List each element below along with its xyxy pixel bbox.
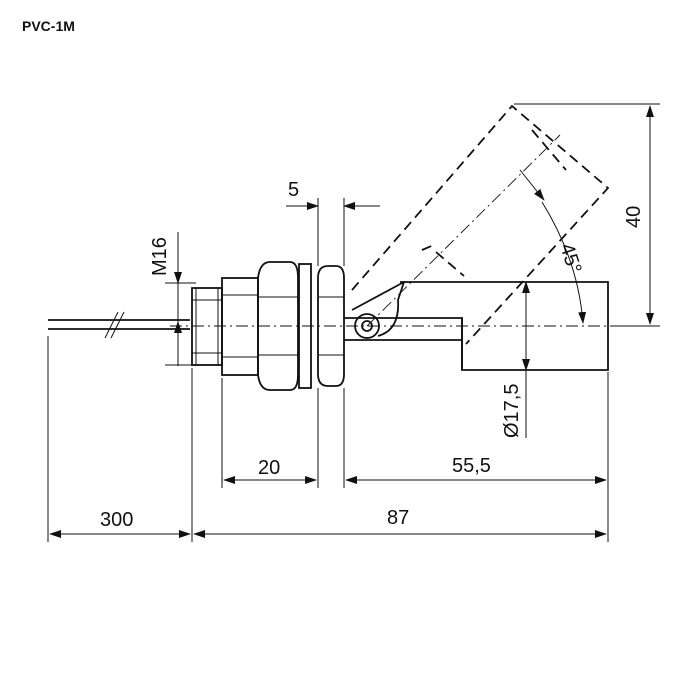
model-title: PVC-1M <box>22 18 75 34</box>
center-lines <box>170 134 652 327</box>
dim-label-m16: M16 <box>149 237 171 276</box>
hinge <box>351 281 405 339</box>
cable <box>48 311 190 339</box>
dimension-row-2: 300 87 <box>47 336 609 542</box>
dimension-angle: 45° <box>519 169 587 324</box>
dimension-float-diameter: Ø17,5 <box>501 281 530 438</box>
dim-label-87: 87 <box>387 507 409 529</box>
dim-label-angle: 45° <box>555 241 585 277</box>
float-tilted <box>351 104 610 345</box>
dimension-height: 40 <box>514 103 660 327</box>
lock-nut <box>317 265 345 387</box>
dimension-row-1: 20 55,5 <box>221 372 609 488</box>
dim-label-55-5: 55,5 <box>452 455 491 477</box>
hex-nut <box>257 261 299 391</box>
dim-label-diameter: Ø17,5 <box>501 384 523 438</box>
dimension-thread: M16 <box>149 232 196 366</box>
dimension-nut-width: 5 <box>286 179 380 266</box>
dim-label-20: 20 <box>258 457 280 479</box>
fitting-body <box>191 277 259 376</box>
stem <box>344 281 609 371</box>
dim-label-300: 300 <box>100 509 133 531</box>
dim-label-5: 5 <box>288 179 299 201</box>
dim-label-40: 40 <box>623 206 645 228</box>
